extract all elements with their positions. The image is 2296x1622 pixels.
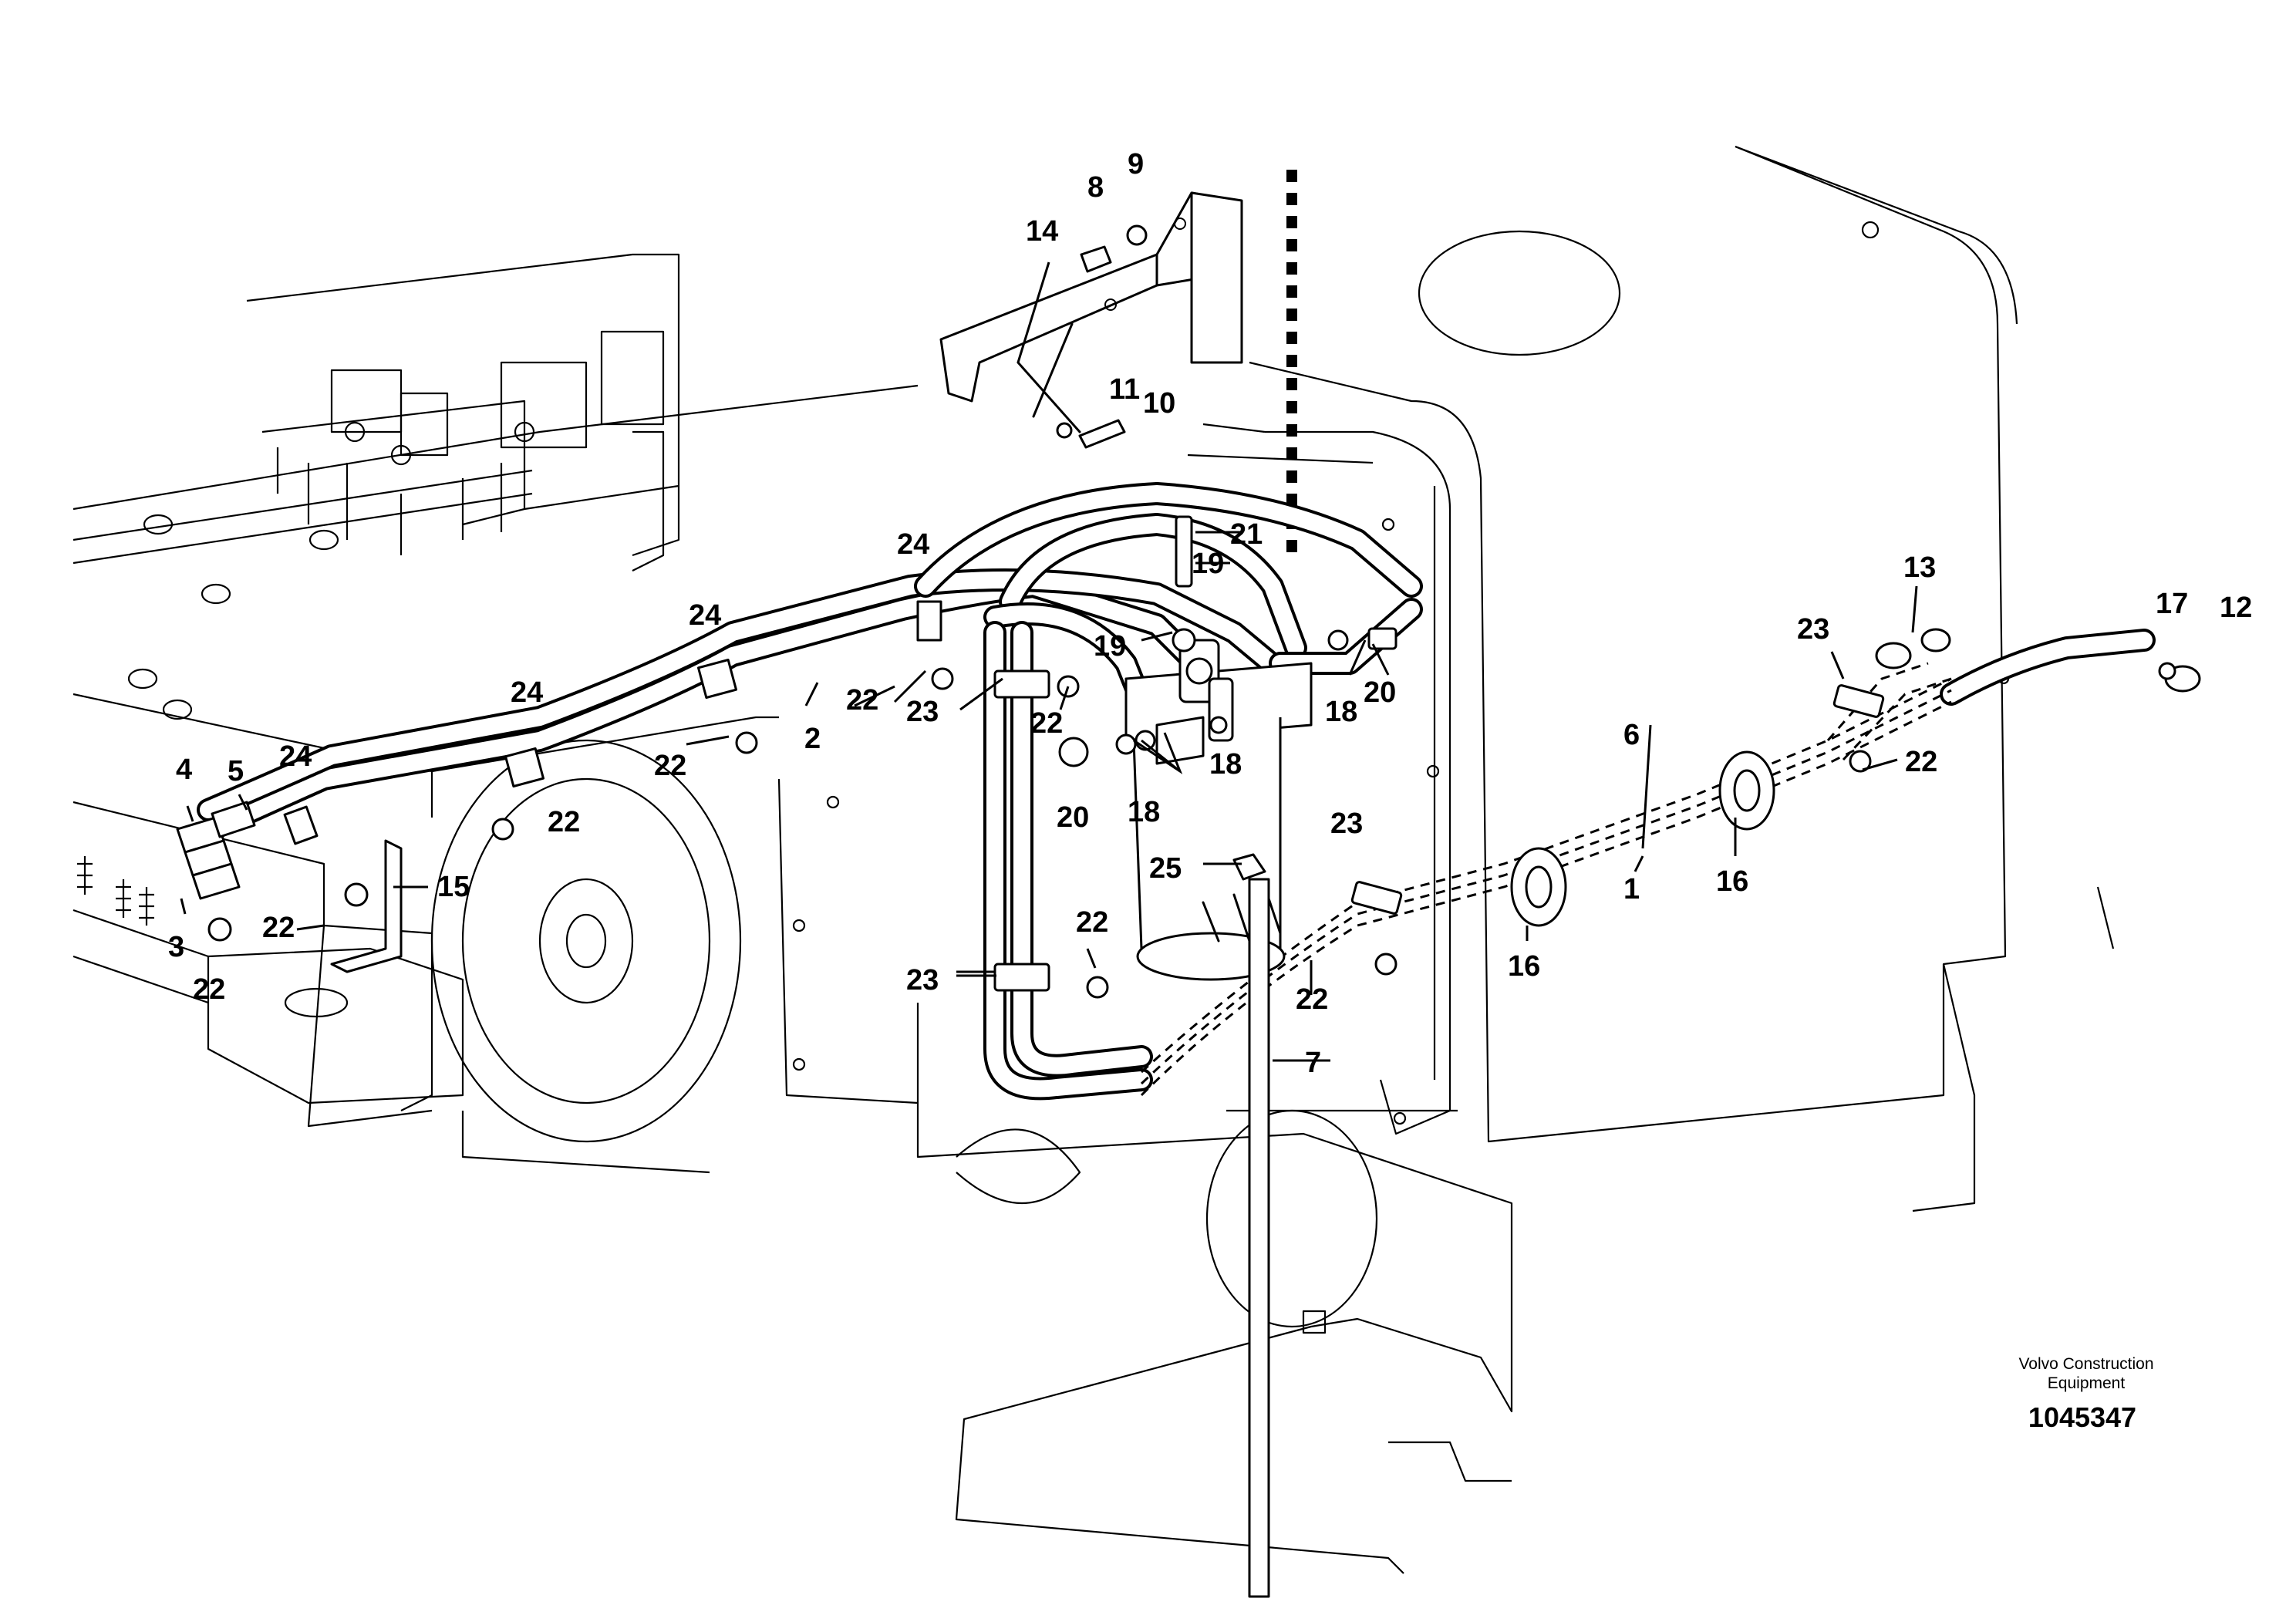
callout-labels: 1 2 3 4 5 6 7 8 9 10 11 12 13 14 15 16 1… xyxy=(168,148,2252,1079)
callout-22h: 22 xyxy=(1296,983,1328,1016)
drawing-number: 1045347 xyxy=(2028,1401,2136,1433)
machine-frame-background xyxy=(72,145,2115,1574)
callout-12: 12 xyxy=(2220,592,2252,624)
callout-23d: 23 xyxy=(1797,613,1829,646)
callout-18c: 18 xyxy=(1128,796,1160,828)
callout-24c: 24 xyxy=(689,599,721,632)
callout-3: 3 xyxy=(168,931,184,963)
callout-18b: 18 xyxy=(1209,748,1242,781)
callout-22c: 22 xyxy=(548,806,580,838)
callout-19a: 19 xyxy=(1192,548,1224,580)
callout-23b: 23 xyxy=(906,964,939,996)
callout-16b: 16 xyxy=(1716,865,1748,898)
callout-9: 9 xyxy=(1128,148,1144,180)
callout-2: 2 xyxy=(804,723,821,755)
callout-24b: 24 xyxy=(511,676,543,709)
callout-23c: 23 xyxy=(1330,808,1363,840)
callout-7: 7 xyxy=(1305,1047,1321,1079)
publisher-watermark: Volvo Construction Equipment 1045347 xyxy=(2018,1355,2153,1433)
callout-23a: 23 xyxy=(906,696,939,728)
callout-20a: 20 xyxy=(1364,676,1396,709)
callout-8: 8 xyxy=(1087,171,1104,204)
callout-17: 17 xyxy=(2156,588,2188,620)
callout-18a: 18 xyxy=(1325,696,1357,728)
callout-22b: 22 xyxy=(262,912,295,944)
callout-21: 21 xyxy=(1230,518,1263,551)
callout-14: 14 xyxy=(1026,215,1058,248)
leader-lines xyxy=(180,261,1918,1062)
callout-24d: 24 xyxy=(897,528,929,561)
callout-22d: 22 xyxy=(654,750,686,782)
callout-20b: 20 xyxy=(1057,801,1089,834)
watermark-line1: Volvo Construction xyxy=(2018,1355,2153,1373)
callout-10: 10 xyxy=(1143,387,1175,420)
callout-25: 25 xyxy=(1149,852,1182,885)
callout-16a: 16 xyxy=(1508,950,1540,983)
callout-1: 1 xyxy=(1623,873,1640,905)
callout-4: 4 xyxy=(176,754,192,786)
callout-22e: 22 xyxy=(846,684,878,717)
callout-13: 13 xyxy=(1903,551,1936,584)
callout-6: 6 xyxy=(1623,719,1640,751)
callout-24a: 24 xyxy=(279,740,312,773)
callout-22f: 22 xyxy=(1030,707,1063,740)
callout-22a: 22 xyxy=(193,973,225,1006)
callout-22g: 22 xyxy=(1076,906,1108,939)
hose-routing xyxy=(193,482,2156,1101)
callout-5: 5 xyxy=(228,755,244,787)
callout-19b: 19 xyxy=(1094,630,1126,663)
watermark-line2: Equipment xyxy=(2048,1374,2126,1392)
callout-11: 11 xyxy=(1109,373,1140,406)
callout-15: 15 xyxy=(437,871,470,903)
bracket-part-14 xyxy=(939,191,1243,433)
callout-22i: 22 xyxy=(1905,746,1937,778)
